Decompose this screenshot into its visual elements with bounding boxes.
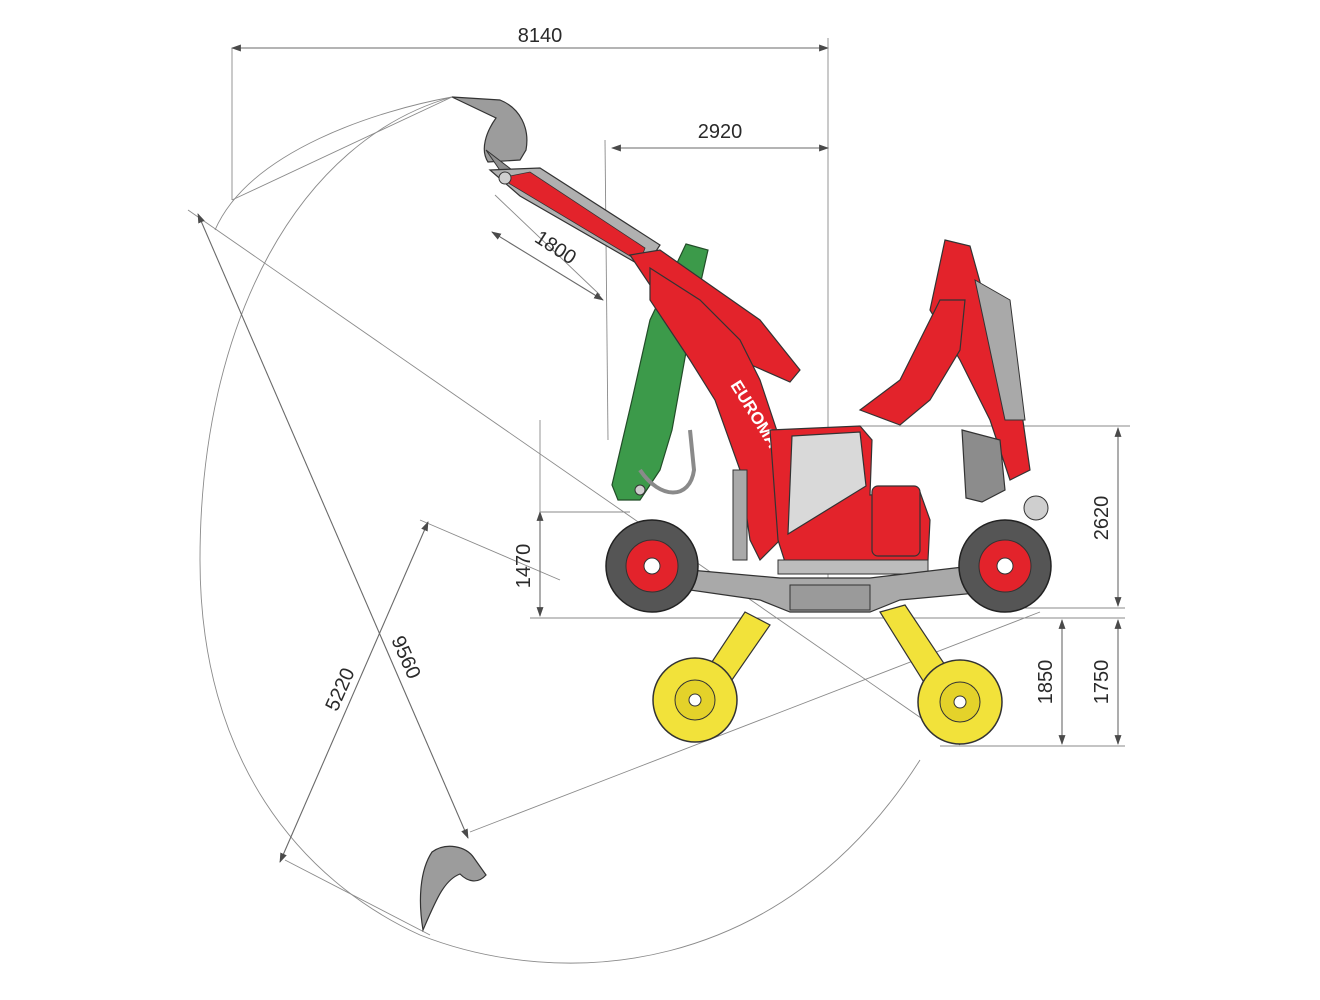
dimension-lines (197, 38, 1130, 863)
wheel-front (605, 519, 699, 613)
dim-reach-short: 2920 (698, 121, 743, 143)
dim-reach-total: 8140 (518, 25, 563, 47)
boom-rear-red (858, 239, 1049, 521)
dim-height-boom-pivot: 1470 (513, 544, 535, 589)
dim-depth-wheel-b: 1750 (1091, 660, 1113, 705)
dim-radius-dig: 5220 (321, 665, 359, 715)
chassis (689, 564, 1011, 613)
upper-structure (769, 425, 931, 575)
stick-upper-pose (488, 167, 661, 269)
dim-stick-length: 1800 (531, 227, 580, 270)
leg-rear-yellow (879, 604, 1003, 745)
dim-height-cab: 2620 (1091, 496, 1113, 541)
dim-depth-wheel-a: 1850 (1035, 660, 1057, 705)
wheel-rear (958, 519, 1052, 613)
dim-radius-long: 9560 (386, 633, 424, 683)
bucket-bottom-position (419, 845, 487, 933)
leg-front-yellow (652, 611, 771, 743)
